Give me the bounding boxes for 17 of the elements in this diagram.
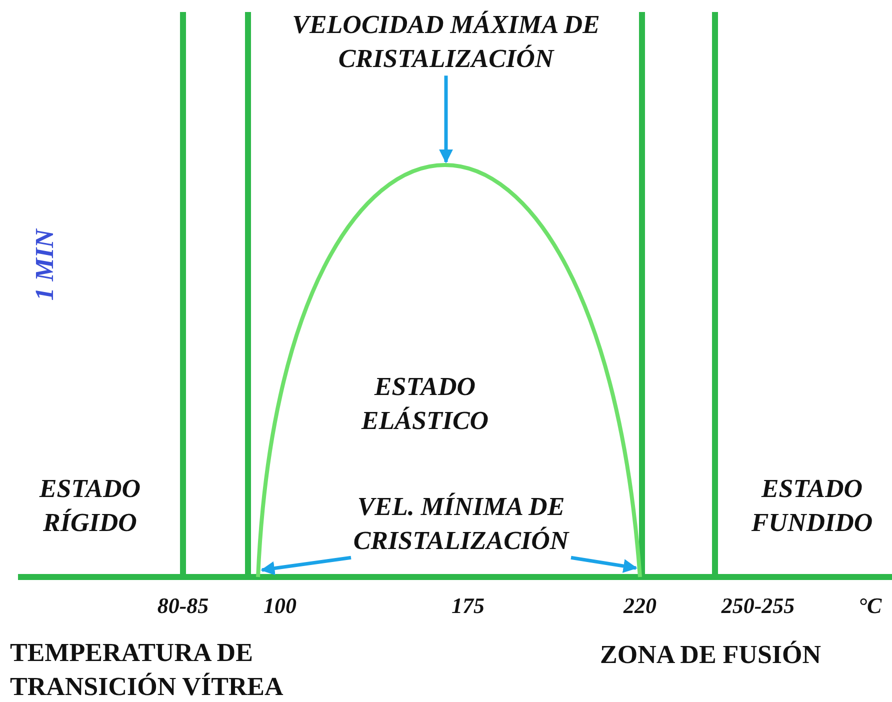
tick-label: 220 <box>622 592 658 620</box>
axis-label: 1 MIN <box>29 227 60 303</box>
callout-text: VELOCIDAD MÁXIMA DE CRISTALIZACIÓN <box>266 8 626 76</box>
leader-arrow <box>439 76 453 164</box>
unit-label: °C <box>857 592 883 620</box>
leader-arrow <box>260 556 352 576</box>
annotation-label: TEMPERATURA DE TRANSICIÓN VÍTREA <box>10 637 284 702</box>
tick-label: 100 <box>262 592 298 620</box>
region-label: ESTADO RÍGIDO <box>38 473 142 539</box>
region-label: ESTADO ELÁSTICO <box>360 371 490 437</box>
tick-label: 80-85 <box>156 592 210 620</box>
callout-text: VEL. MÍNIMA DE CRISTALIZACIÓN <box>351 490 571 558</box>
annotation-label: ZONA DE FUSIÓN <box>600 639 822 671</box>
leader-arrow <box>570 556 638 573</box>
tick-label: 250-255 <box>720 592 796 620</box>
tick-label: 175 <box>450 592 486 620</box>
region-label: ESTADO FUNDIDO <box>750 473 874 539</box>
